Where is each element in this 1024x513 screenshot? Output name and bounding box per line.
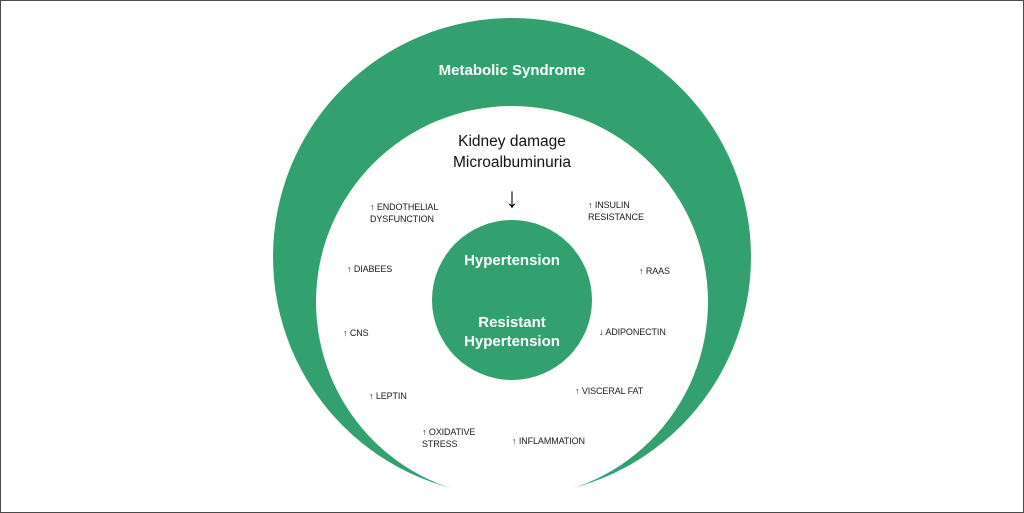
factor-inflammation: ↑ INFLAMMATION <box>512 435 585 447</box>
increase-arrow-icon: ↑ <box>369 391 374 401</box>
factor-text: INSULIN <box>594 200 630 210</box>
factor-text: OXIDATIVE <box>428 427 476 437</box>
factor-visceral-fat: ↑ VISCERAL FAT <box>575 385 643 397</box>
factor-raas: ↑ RAAS <box>639 265 670 277</box>
factor-endothelial-dysfunction: ↑ ENDOTHELIAL DYSFUNCTION <box>370 201 438 225</box>
factor-text: STRESS <box>422 439 458 449</box>
increase-arrow-icon: ↑ <box>422 427 427 437</box>
core-circle-hypertension <box>432 220 592 380</box>
factor-text: LEPTIN <box>375 391 407 401</box>
kidney-damage-label: Kidney damage Microalbuminuria <box>432 131 592 173</box>
factor-text: ADIPONECTIN <box>605 327 666 337</box>
factor-cns: ↑ CNS <box>343 327 369 339</box>
factor-text: CNS <box>349 328 369 338</box>
hypertension-line: Hypertension <box>464 333 560 350</box>
factor-text: DYSFUNCTION <box>370 214 434 224</box>
factor-text: RESISTANCE <box>588 212 644 222</box>
factor-text: VISCERAL FAT <box>581 386 644 396</box>
kidney-damage-line: Kidney damage <box>458 133 566 150</box>
factor-oxidative-stress: ↑ OXIDATIVE STRESS <box>422 426 475 450</box>
increase-arrow-icon: ↑ <box>370 202 375 212</box>
microalbuminuria-line: Microalbuminuria <box>452 154 571 171</box>
metabolic-syndrome-label: Metabolic Syndrome <box>438 62 586 79</box>
increase-arrow-icon: ↑ <box>512 436 517 446</box>
increase-arrow-icon: ↑ <box>343 328 348 338</box>
increase-arrow-icon: ↑ <box>588 200 593 210</box>
factor-text: INFLAMMATION <box>518 436 585 446</box>
increase-arrow-icon: ↑ <box>347 264 352 274</box>
decrease-arrow-icon: ↓ <box>599 327 604 337</box>
hypertension-label: Hypertension <box>464 252 560 269</box>
factor-text: DIABEES <box>353 264 393 274</box>
resistant-line: Resistant <box>478 314 546 331</box>
increase-arrow-icon: ↑ <box>575 386 580 396</box>
resistant-hypertension-label: Resistant Hypertension <box>432 313 592 351</box>
factor-insulin-resistance: ↑ INSULIN RESISTANCE <box>588 199 644 223</box>
factor-adiponectin: ↓ ADIPONECTIN <box>599 326 666 338</box>
down-arrow-icon: ↓ <box>505 182 519 213</box>
factor-leptin: ↑ LEPTIN <box>369 390 407 402</box>
increase-arrow-icon: ↑ <box>639 266 644 276</box>
factor-text: RAAS <box>645 266 670 276</box>
factor-diabetes: ↑ DIABEES <box>347 263 392 275</box>
factor-text: ENDOTHELIAL <box>376 202 439 212</box>
